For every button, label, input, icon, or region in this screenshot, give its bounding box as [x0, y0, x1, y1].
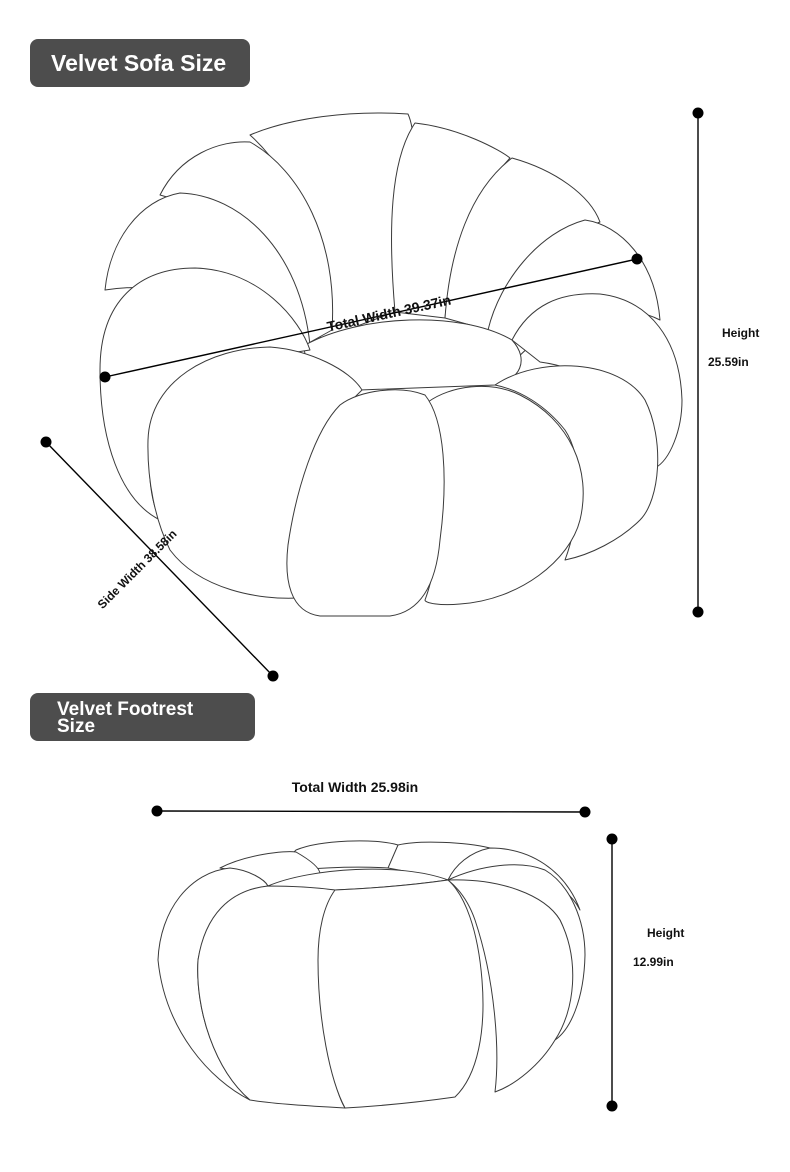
sofa-total-width-line [104, 258, 638, 378]
footrest-total-width-dimension: Total Width 25.98in [151, 779, 591, 818]
footrest-size-title-line1: Velvet Footrest [57, 699, 194, 720]
sofa-front-cushion [286, 389, 445, 617]
footrest-height-value: 12.99in [633, 955, 674, 969]
footrest-total-width-line [156, 810, 586, 813]
sofa-size-heading: Velvet Sofa Size [30, 39, 250, 87]
dimension-endpoint [267, 670, 279, 682]
dimension-endpoint [692, 606, 704, 618]
footrest-front-panel [447, 879, 574, 1093]
footrest-size-heading: Velvet Footrest Size [30, 693, 255, 741]
sofa-height-label: Height [722, 326, 759, 340]
footrest-illustration [157, 840, 586, 1109]
dimension-endpoint [40, 436, 52, 448]
dimension-endpoint [579, 806, 591, 818]
sofa-size-title: Velvet Sofa Size [51, 50, 227, 76]
sofa-side-width-line [45, 441, 274, 677]
footrest-height-label: Height [647, 926, 684, 940]
footrest-height-dimension: Height 12.99in [606, 833, 684, 1112]
footrest-front-panel [317, 879, 484, 1109]
sofa-front-cushion [494, 365, 659, 561]
sofa-illustration [99, 112, 683, 617]
dimension-endpoint [692, 107, 704, 119]
sofa-height-dimension: Height 25.59in [692, 107, 759, 618]
dimension-endpoint [631, 253, 643, 265]
dimension-endpoint [99, 371, 111, 383]
dimension-endpoint [606, 1100, 618, 1112]
dimension-endpoint [606, 833, 618, 845]
footrest-total-width-label: Total Width 25.98in [292, 779, 418, 795]
footrest-size-title-line2: Size [57, 716, 96, 737]
dimension-endpoint [151, 805, 163, 817]
sofa-side-width-label: Side Width 38.58in [95, 527, 180, 612]
sofa-height-value: 25.59in [708, 355, 749, 369]
